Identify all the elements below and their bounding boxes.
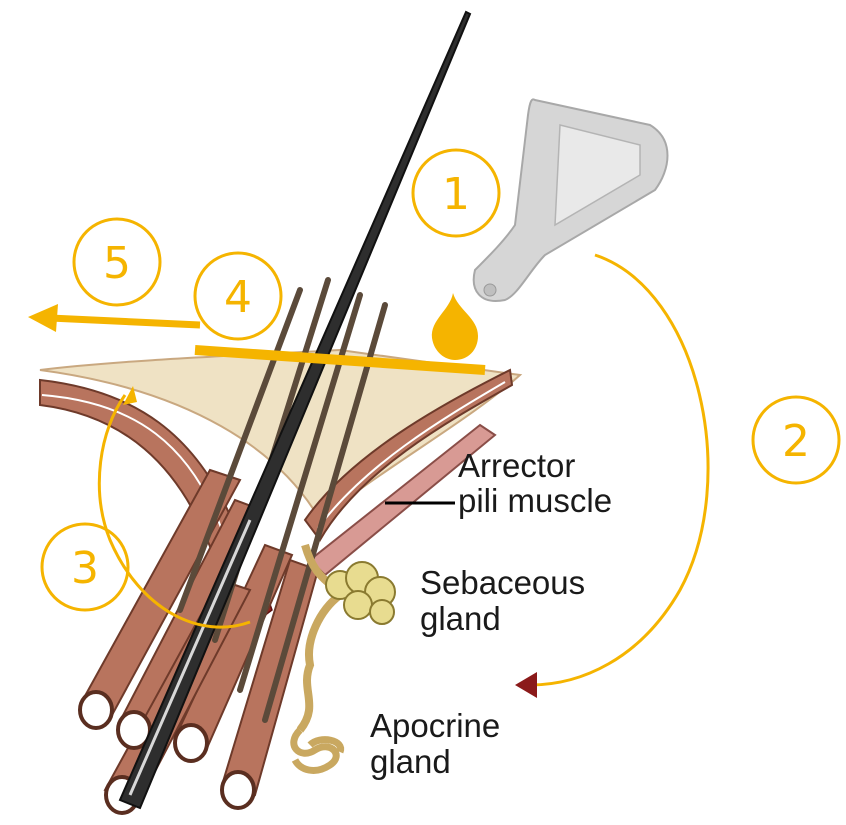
- step-2: 2: [753, 397, 839, 483]
- arrow-5-line: [50, 318, 200, 325]
- label-arrector-line1: Arrector: [458, 447, 575, 484]
- applicator-tip: [484, 284, 496, 296]
- applicator-icon: [474, 99, 668, 301]
- apocrine-gland: [294, 730, 341, 770]
- follicle-bulb: [222, 772, 254, 808]
- label-apocrine-line1: Apocrine: [370, 707, 500, 744]
- label-sebaceous-line2: gland: [420, 600, 501, 637]
- step-1: 1: [413, 150, 499, 236]
- arrow-2-head: [515, 672, 537, 698]
- step-3: 3: [42, 524, 128, 610]
- step-4: 4: [195, 253, 281, 339]
- label-apocrine-line2: gland: [370, 743, 451, 780]
- step-number: 1: [442, 169, 470, 220]
- step-number: 5: [103, 238, 131, 289]
- label-arrector-line2: pili muscle: [458, 482, 612, 519]
- droplet-icon: [432, 293, 478, 360]
- sebaceous-gland: [326, 562, 395, 624]
- step-number: 2: [782, 416, 810, 467]
- follicle-bulb: [175, 725, 207, 761]
- step-number: 3: [71, 543, 99, 594]
- follicle-bulb: [80, 692, 112, 728]
- step-5: 5: [74, 219, 160, 305]
- step-number: 4: [224, 272, 252, 323]
- label-sebaceous-line1: Sebaceous: [420, 564, 585, 601]
- arrow-5-head: [28, 304, 58, 332]
